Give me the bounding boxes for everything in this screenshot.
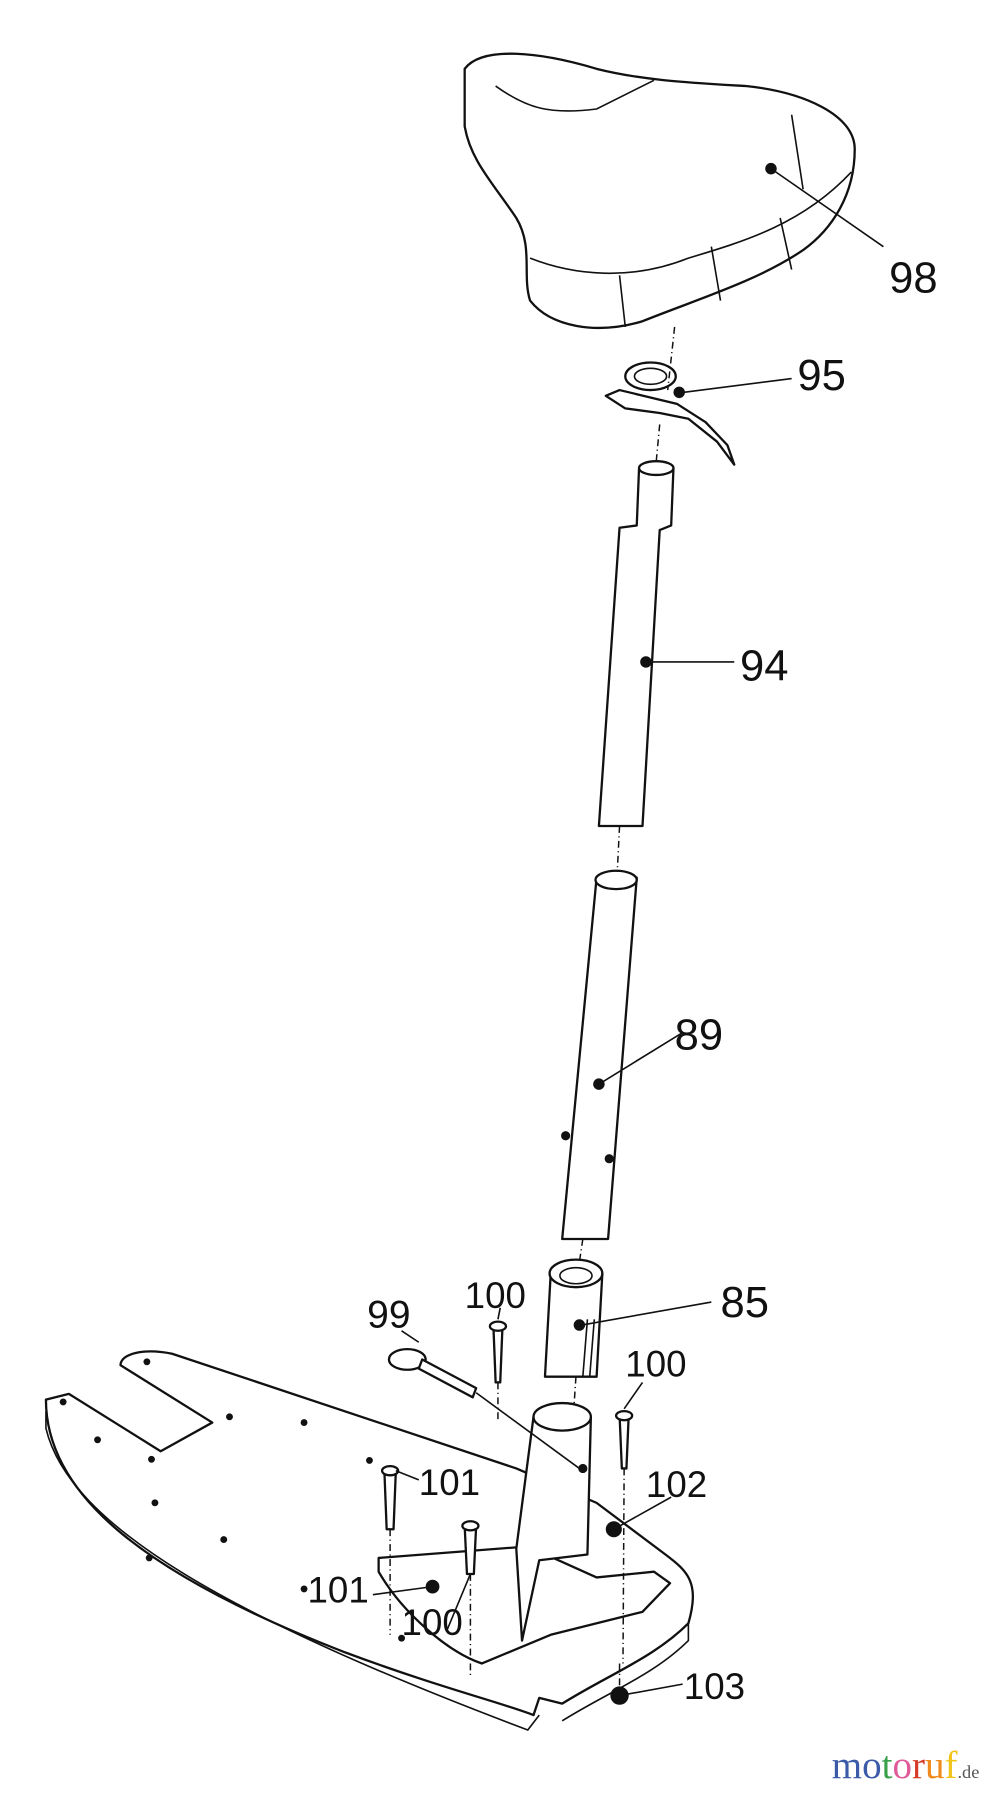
callout-99: 99 xyxy=(367,1293,410,1336)
sleeve xyxy=(543,1258,604,1378)
wm-letter: m xyxy=(832,1744,862,1787)
callout-98: 98 xyxy=(889,255,937,303)
wm-suffix: .de xyxy=(957,1762,979,1782)
seat-post-tube xyxy=(597,460,675,828)
base-plate xyxy=(44,1350,694,1731)
callout-102: 102 xyxy=(646,1464,707,1505)
locking-pin xyxy=(387,1347,580,1470)
callout-95: 95 xyxy=(797,352,845,400)
wm-letter: o xyxy=(862,1744,882,1787)
wm-letter: f xyxy=(944,1744,957,1787)
bolts xyxy=(380,1320,634,1705)
leader-lines xyxy=(372,167,884,1697)
seat-clamp xyxy=(604,361,736,466)
callout-101-lower: 101 xyxy=(308,1570,369,1611)
stand-bracket xyxy=(377,1401,672,1665)
callout-103: 103 xyxy=(684,1666,745,1707)
seat xyxy=(463,52,856,329)
callout-101-upper: 101 xyxy=(419,1462,480,1503)
wm-letter: t xyxy=(882,1744,893,1787)
wm-letter: r xyxy=(912,1744,925,1787)
callout-85: 85 xyxy=(721,1279,769,1327)
lower-tube xyxy=(561,869,638,1241)
wm-letter: o xyxy=(892,1744,912,1787)
wm-letter: u xyxy=(925,1744,945,1787)
motoruf-watermark-logo: motoruf.de xyxy=(832,1744,980,1787)
callout-100-right: 100 xyxy=(625,1344,686,1385)
callout-100-bottom: 100 xyxy=(402,1602,463,1643)
callout-100-top: 100 xyxy=(465,1275,526,1316)
callout-94: 94 xyxy=(740,642,788,690)
callout-89: 89 xyxy=(675,1012,723,1060)
